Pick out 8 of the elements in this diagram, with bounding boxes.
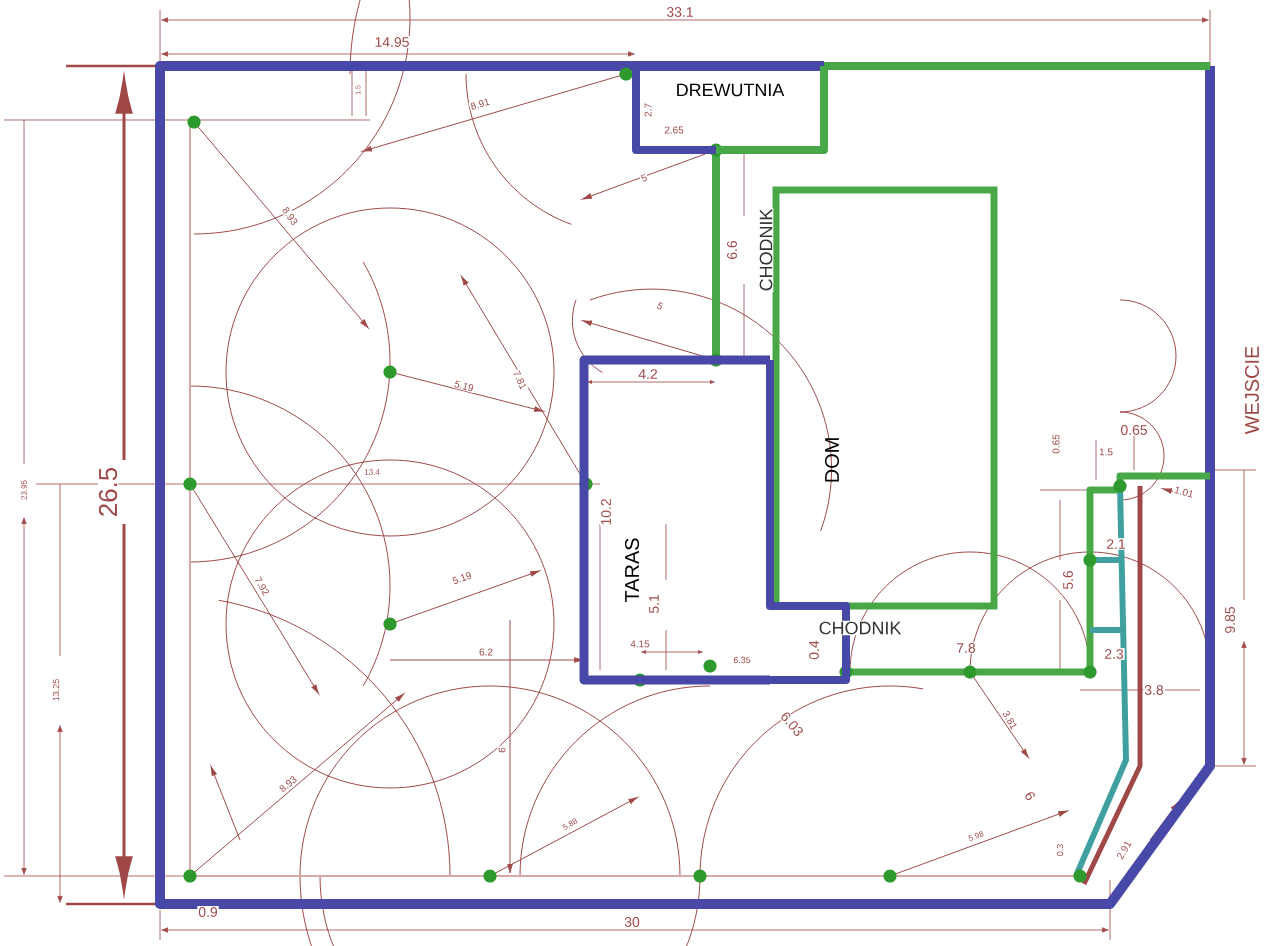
area-label: DREWUTNIA <box>677 83 785 97</box>
area-label: DOM <box>824 438 840 482</box>
area-outline <box>632 66 828 154</box>
area-label: CHODNIK <box>817 620 903 636</box>
area-label: TARAS <box>624 538 640 602</box>
entrance-label: WEJSCIE <box>1243 344 1261 436</box>
area-outline <box>579 355 770 685</box>
dimension-label: 26.5 <box>97 465 119 519</box>
